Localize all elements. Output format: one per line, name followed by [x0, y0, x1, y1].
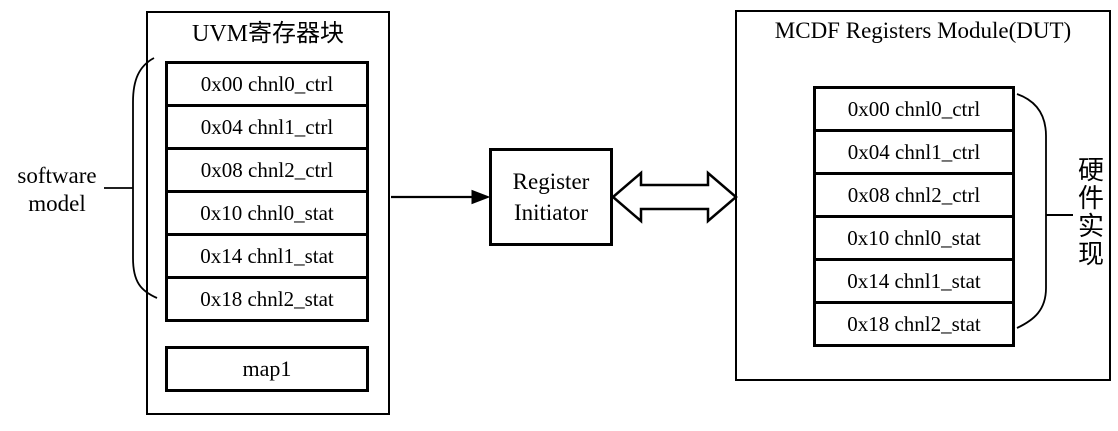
uvm-register-block — [146, 11, 390, 415]
register-row: 0x04 chnl1_ctrl — [165, 104, 369, 150]
register-row: 0x00 chnl0_ctrl — [813, 86, 1015, 132]
uvm-block-title: UVM寄存器块 — [191, 21, 344, 47]
mcdf-registers-module — [735, 10, 1111, 381]
register-row: 0x14 chnl1_stat — [165, 233, 369, 279]
software-model-line1: software — [17, 163, 97, 188]
map1-box: map1 — [165, 346, 369, 392]
register-row: 0x18 chnl2_stat — [813, 301, 1015, 347]
register-row: 0x04 chnl1_ctrl — [813, 129, 1015, 175]
register-initiator-box: Register Initiator — [489, 148, 613, 246]
software-model-label: software model — [8, 162, 106, 218]
software-model-line2: model — [28, 191, 86, 216]
register-row: 0x10 chnl0_stat — [813, 215, 1015, 261]
register-row: 0x10 chnl0_stat — [165, 190, 369, 236]
register-row: 0x00 chnl0_ctrl — [165, 61, 369, 107]
register-row: 0x08 chnl2_ctrl — [165, 147, 369, 193]
register-row: 0x08 chnl2_ctrl — [813, 172, 1015, 218]
register-initiator-line1: Register — [512, 169, 590, 194]
double-arrow — [611, 170, 738, 224]
register-row: 0x18 chnl2_stat — [165, 276, 369, 322]
register-row: 0x14 chnl1_stat — [813, 258, 1015, 304]
solid-arrow-head — [471, 189, 491, 205]
register-initiator-line2: Initiator — [513, 200, 589, 225]
map1-label: map1 — [242, 356, 292, 381]
hardware-impl-label: 硬件实现 — [1077, 156, 1104, 269]
mcdf-module-title: MCDF Registers Module(DUT) — [774, 18, 1072, 43]
